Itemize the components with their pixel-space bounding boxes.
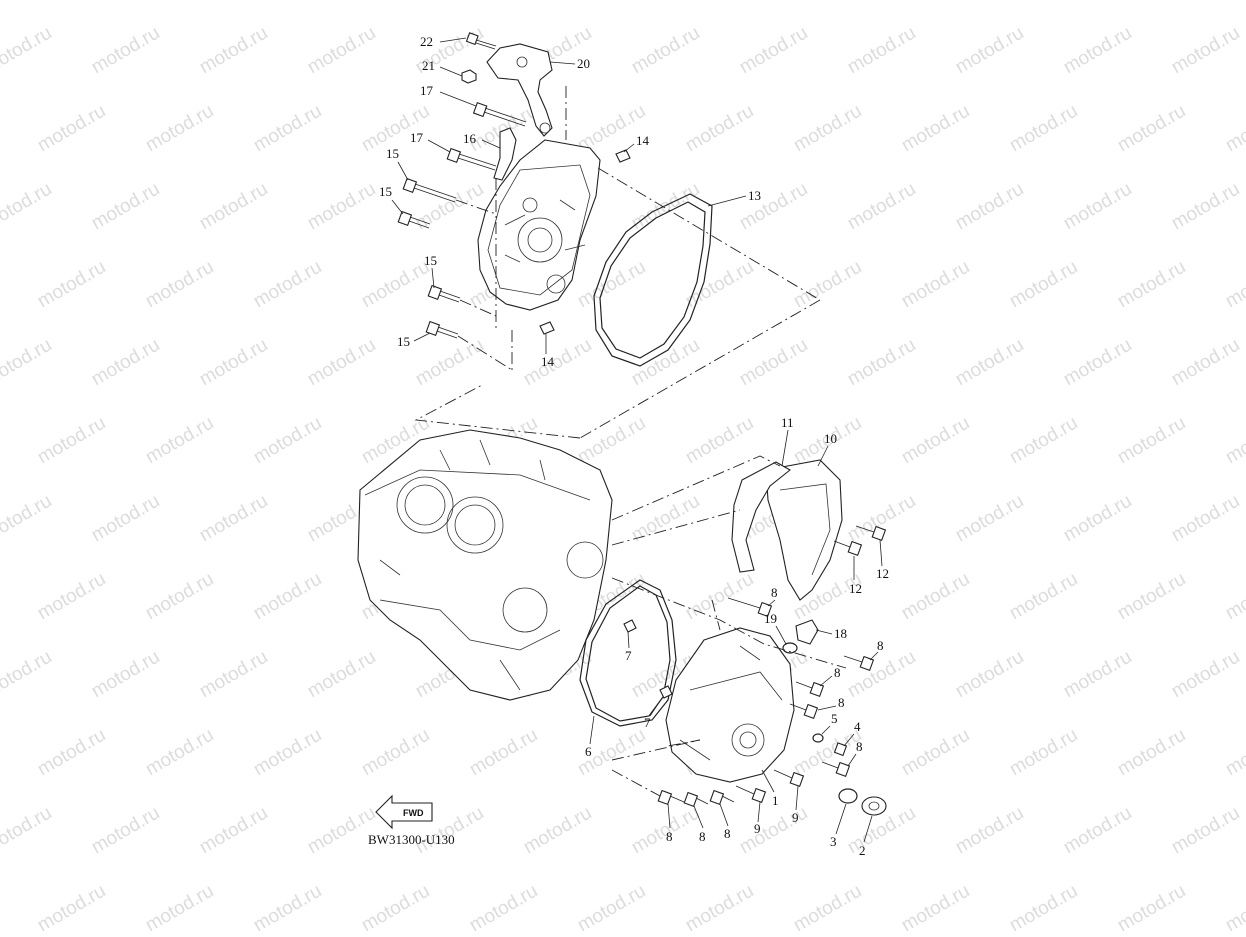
callout-11: 11 (781, 415, 794, 430)
bolt-part-8-r1 (843, 655, 875, 672)
callout-15-c: 15 (424, 253, 437, 268)
guide-part-11 (731, 461, 791, 573)
cap-part-18 (795, 619, 819, 645)
callout-20: 20 (577, 56, 590, 71)
callout-22: 22 (420, 34, 433, 49)
dowel-part-14-lower (539, 321, 555, 335)
callout-8-top: 8 (771, 585, 778, 600)
callout-labels: 22 21 20 17 17 16 14 15 15 13 15 15 14 1… (379, 34, 889, 858)
callout-15-a: 15 (386, 146, 399, 161)
washer-part-5 (812, 733, 824, 743)
callout-17-lower: 17 (410, 130, 424, 145)
bolt-part-12-b (833, 540, 863, 557)
callout-8-r3: 8 (838, 695, 845, 710)
callout-8-b2: 8 (699, 829, 706, 844)
gasket-part-13 (593, 193, 713, 367)
callout-8-r1: 8 (877, 638, 884, 653)
callout-8-b3: 8 (724, 826, 731, 841)
diagram-code: BW31300-U130 (368, 832, 455, 847)
callout-10: 10 (824, 431, 837, 446)
bolt-part-12-a (855, 525, 887, 542)
callout-5: 5 (831, 711, 838, 726)
bolt-part-8-b2 (683, 791, 709, 808)
callout-1: 1 (772, 793, 779, 808)
callout-8-b1: 8 (666, 829, 673, 844)
fwd-arrow-icon: FWD (375, 794, 433, 830)
bolt-part-8-r2 (795, 681, 825, 698)
fwd-label: FWD (403, 808, 424, 818)
bracket-part-20 (486, 43, 553, 137)
callout-14-lower: 14 (541, 354, 555, 369)
callout-7-lower: 7 (644, 715, 651, 730)
callout-15-d: 15 (397, 334, 410, 349)
callout-15-b: 15 (379, 184, 392, 199)
bolt-part-17-lower (446, 147, 497, 171)
callout-7-upper: 7 (625, 648, 632, 663)
callout-14-upper: 14 (636, 133, 650, 148)
callout-3: 3 (830, 834, 837, 849)
bolt-part-15-c (427, 284, 461, 303)
crankcase (357, 429, 613, 701)
clutch-cover (477, 139, 601, 311)
callout-8-r2: 8 (834, 665, 841, 680)
generator-cover-part-1 (665, 627, 795, 783)
bolt-part-8-b3 (709, 789, 735, 806)
callout-12-left: 12 (849, 581, 862, 596)
gasket-part-6 (579, 579, 677, 727)
callout-16: 16 (463, 131, 477, 146)
callout-21: 21 (422, 58, 435, 73)
callout-19: 19 (764, 611, 777, 626)
bolt-part-15-a (402, 177, 457, 203)
callout-2: 2 (859, 843, 866, 858)
callout-6: 6 (585, 744, 592, 759)
dowel-part-7-a (623, 619, 637, 633)
callout-9-right: 9 (792, 810, 799, 825)
callout-18: 18 (834, 626, 847, 641)
bolt-part-15-d (425, 320, 459, 339)
nut-part-21 (461, 69, 477, 84)
callout-9-left: 9 (754, 821, 761, 836)
plug-part-2 (861, 796, 887, 816)
callout-8-r4: 8 (856, 739, 863, 754)
oring-part-3 (838, 788, 858, 804)
callout-12-right: 12 (876, 566, 889, 581)
bolt-part-9-a (773, 769, 805, 788)
bolt-part-8-r3 (789, 703, 819, 720)
sprocket-cover-part-10 (765, 459, 843, 601)
bolt-part-8-r4 (821, 761, 851, 778)
bolt-part-22 (465, 32, 497, 50)
callout-13: 13 (748, 188, 761, 203)
bracket-part-16 (493, 127, 517, 181)
dowel-part-14-upper (615, 149, 631, 163)
bolt-part-17-upper (472, 101, 527, 127)
callout-4: 4 (854, 719, 861, 734)
bolt-part-15-b (397, 210, 431, 229)
bolt-part-8-b1 (657, 789, 685, 806)
oring-part-19 (782, 642, 798, 654)
bolt-part-4 (833, 742, 848, 757)
bolt-part-9-b (735, 785, 767, 804)
callout-17-upper: 17 (420, 83, 434, 98)
